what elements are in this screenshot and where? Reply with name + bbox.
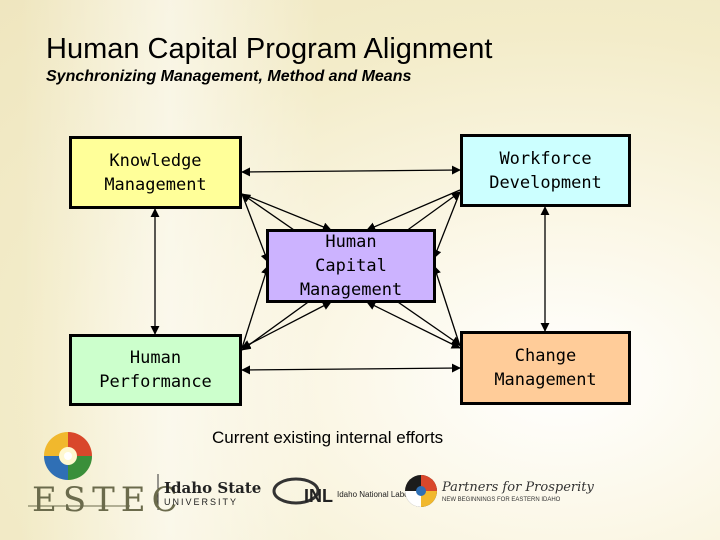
inl-swoosh-icon xyxy=(272,477,320,505)
partners-logo-name: Partners for Prosperity xyxy=(442,480,594,495)
arrow-performance-change xyxy=(241,363,461,375)
change-management-label: Change Management xyxy=(494,346,597,390)
inl-logo-sub: Idaho National Laboratory xyxy=(337,490,430,499)
human-performance-box: Human Performance xyxy=(69,334,242,406)
arrow-knowledge-hcm-in xyxy=(241,193,270,263)
slide-subtitle: Synchronizing Management, Method and Mea… xyxy=(46,68,412,85)
arrow-knowledge-workforce xyxy=(241,165,461,177)
inl-logo-mark: INL xyxy=(304,486,333,506)
arrow-hcm-change xyxy=(366,301,461,349)
partners-logo-sub: NEW BEGINNINGS FOR EASTERN IDAHO xyxy=(442,497,561,503)
knowledge-management-box: Knowledge Management xyxy=(69,136,242,209)
arrow-performance-hcm-in xyxy=(241,265,270,349)
workforce-development-label: Workforce Development xyxy=(489,148,602,193)
slide-title: Human Capital Program Alignment xyxy=(46,33,493,65)
estec-wordmark: ESTEC xyxy=(32,480,184,520)
arrow-workforce-hcm-in xyxy=(432,191,461,259)
human-capital-management-box: Human Capital Management xyxy=(266,229,436,303)
current-efforts-note: Current existing internal efforts xyxy=(212,428,444,447)
arrow-workforce-hcm xyxy=(366,189,461,231)
arrow-change-hcm-in xyxy=(432,265,461,347)
change-management-box: Change Management xyxy=(460,331,631,405)
human-capital-management-label: Human Capital Management xyxy=(299,232,403,300)
partners-emblem-icon xyxy=(405,475,437,507)
estec-emblem xyxy=(44,432,92,480)
logo-strip xyxy=(28,432,159,510)
isu-logo-sub: UNIVERSITY xyxy=(164,497,239,507)
human-performance-label: Human Performance xyxy=(99,348,212,392)
isu-logo-name: Idaho State xyxy=(164,479,262,497)
workforce-development-box: Workforce Development xyxy=(460,134,631,207)
knowledge-management-label: Knowledge Management xyxy=(104,150,207,195)
